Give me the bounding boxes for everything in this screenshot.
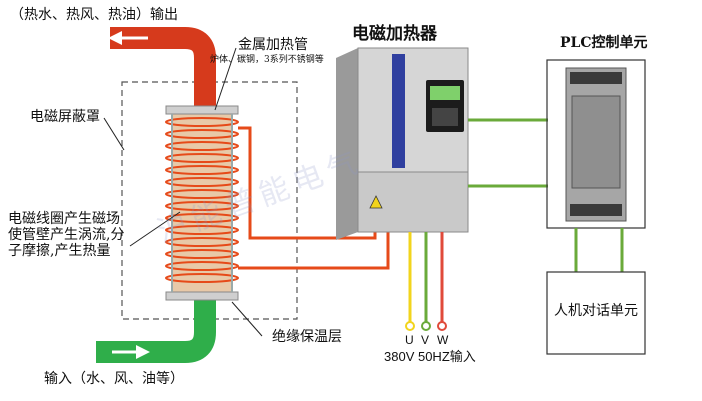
leader-insulation bbox=[231, 301, 263, 337]
coil-turn bbox=[165, 261, 239, 271]
metal-pipe-label: 金属加热管 bbox=[238, 37, 308, 53]
phase-u-label: U bbox=[405, 333, 414, 347]
heater-side-panel bbox=[336, 48, 358, 240]
coil-desc-line1: 电磁线圈产生磁场 bbox=[8, 211, 120, 227]
coil-turn bbox=[165, 189, 239, 199]
tube-top-flange bbox=[165, 105, 239, 115]
coil-turn bbox=[165, 213, 239, 223]
coil-windings bbox=[165, 117, 239, 283]
coil-turn bbox=[165, 225, 239, 235]
plc-io-area bbox=[571, 95, 621, 189]
heater-blue-stripe bbox=[392, 54, 405, 168]
plc-terminal-top bbox=[570, 72, 622, 84]
coil-turn bbox=[165, 141, 239, 151]
coil-turn bbox=[165, 153, 239, 163]
output-arrow-icon bbox=[108, 31, 122, 45]
metal-pipe-types-label: 炉体、碳钢，3系列不锈钢等 bbox=[210, 55, 324, 65]
phase-w-label: W bbox=[437, 333, 449, 347]
coil-turn bbox=[165, 129, 239, 139]
coil-lead-top bbox=[238, 126, 377, 240]
supply-label: 380V 50HZ输入 bbox=[384, 349, 476, 364]
heater-display-screen bbox=[430, 86, 460, 100]
coil-desc-line3: 子摩擦,产生热量 bbox=[8, 243, 111, 259]
hmi-box bbox=[546, 271, 646, 355]
phase-w-terminal bbox=[437, 321, 447, 331]
hmi-label: 人机对话单元 bbox=[554, 303, 638, 319]
phase-v-terminal bbox=[421, 321, 431, 331]
leader-coil bbox=[129, 211, 181, 247]
tube-bottom-flange bbox=[165, 291, 239, 301]
input-arrow-icon bbox=[136, 345, 150, 359]
coil-desc-line2: 使管壁产生涡流,分 bbox=[8, 227, 125, 243]
coil-turn bbox=[165, 117, 239, 127]
coil-turn bbox=[165, 165, 239, 175]
input-label: 输入（水、风、油等） bbox=[44, 371, 184, 387]
heater-control-buttons bbox=[432, 108, 458, 126]
shield-box bbox=[121, 81, 298, 320]
output-label: （热水、热风、热油）输出 bbox=[10, 7, 178, 23]
plc-terminal-bottom bbox=[570, 204, 622, 216]
insulation-label: 绝缘保温层 bbox=[272, 329, 342, 345]
leader-shield bbox=[103, 117, 125, 151]
coil-lead-bottom bbox=[238, 230, 390, 270]
coil-turn bbox=[165, 177, 239, 187]
input-pipe bbox=[96, 295, 216, 363]
coil-turn bbox=[165, 249, 239, 259]
heater-title: 电磁加热器 bbox=[352, 24, 437, 44]
warning-sign-icon bbox=[369, 195, 383, 209]
shield-label: 电磁屏蔽罩 bbox=[30, 109, 100, 125]
plc-label: PLC控制单元 bbox=[560, 35, 648, 51]
leader-metal-pipe bbox=[214, 47, 237, 111]
plc-unit-frame bbox=[546, 59, 646, 229]
coil-turn bbox=[165, 273, 239, 283]
phase-v-label: V bbox=[421, 333, 430, 347]
phase-u-terminal bbox=[405, 321, 415, 331]
coil-turn bbox=[165, 237, 239, 247]
output-pipe bbox=[110, 27, 216, 112]
coil-turn bbox=[165, 201, 239, 211]
